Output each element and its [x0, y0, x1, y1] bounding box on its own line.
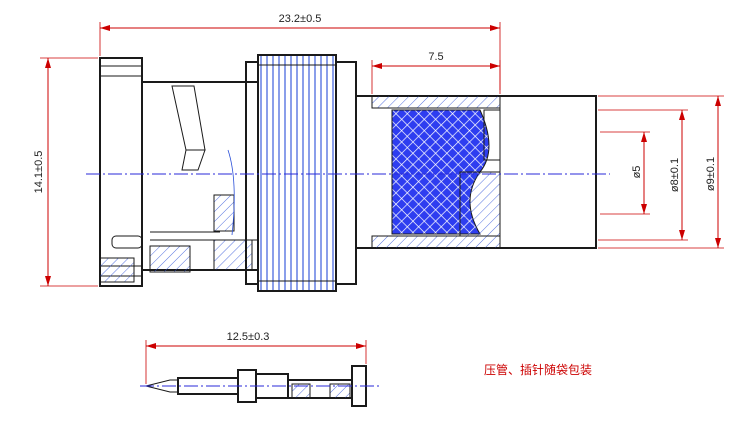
- bayonet-front: [99, 57, 143, 287]
- knurled-nut: [245, 54, 357, 292]
- height-dimension: 14.1±0.5: [33, 57, 98, 287]
- diameter-5-label: ø5: [631, 166, 643, 179]
- pin-length-dimension: 12.5±0.3: [145, 331, 367, 384]
- inner-body: [141, 81, 259, 273]
- height-label: 14.1±0.5: [33, 151, 45, 194]
- diameter-8-label: ø8±0.1: [669, 158, 681, 192]
- pin-length-label: 12.5±0.3: [227, 331, 270, 343]
- diameter-9-dimension: ø9±0.1: [598, 95, 724, 249]
- diameter-5-dimension: ø5: [600, 131, 650, 215]
- crimp-length-dimension: 7.5: [371, 51, 501, 94]
- diameter-8-dimension: ø8±0.1: [598, 109, 688, 241]
- crimp-ferrule: [355, 95, 597, 249]
- overall-length-label: 23.2±0.5: [279, 13, 322, 25]
- packaging-note: 压管、插针随袋包装: [484, 362, 592, 377]
- crimp-length-label: 7.5: [428, 51, 443, 63]
- contact-pin: [140, 365, 380, 407]
- diameter-9-label: ø9±0.1: [705, 157, 717, 191]
- connector-body: [86, 54, 610, 292]
